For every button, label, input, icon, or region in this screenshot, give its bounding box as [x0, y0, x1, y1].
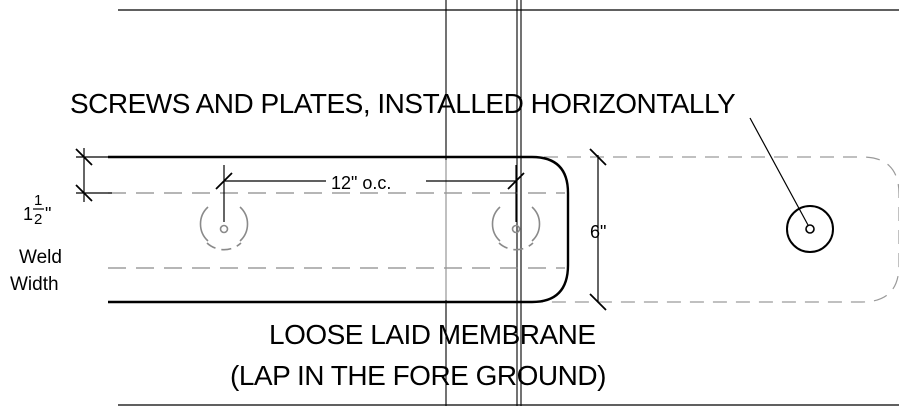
spacing-dimension-text: 12" o.c.	[331, 173, 391, 193]
foreground-lap-sheet	[108, 155, 570, 304]
spacing-dimension	[215, 165, 525, 222]
weld-hidden-lines	[108, 192, 565, 269]
weld-width-inch-mark: "	[45, 204, 51, 224]
weld-label-line2: Width	[10, 274, 59, 295]
callout-leader-line	[749, 117, 809, 226]
top-callout-text: SCREWS AND PLATES, INSTALLED HORIZONTALL…	[70, 88, 736, 119]
weld-width-fraction: 1 1 2 "	[23, 192, 51, 228]
visible-screw-plate	[786, 205, 834, 253]
lap-height-dimension	[589, 148, 607, 311]
weld-width-dimension	[75, 148, 112, 202]
weld-width-whole: 1	[23, 204, 33, 224]
hidden-plate-left	[199, 206, 249, 251]
underlying-membrane-hidden-outline	[521, 156, 899, 303]
hidden-plate-right	[491, 206, 541, 251]
membrane-label-line2: (LAP IN THE FORE GROUND)	[230, 360, 606, 391]
weld-width-numerator: 1	[34, 192, 42, 209]
weld-label-line1: Weld	[19, 247, 62, 268]
membrane-label-line1: LOOSE LAID MEMBRANE	[269, 319, 596, 350]
weld-width-denominator: 2	[34, 211, 42, 228]
lap-height-text: 6"	[590, 222, 606, 242]
